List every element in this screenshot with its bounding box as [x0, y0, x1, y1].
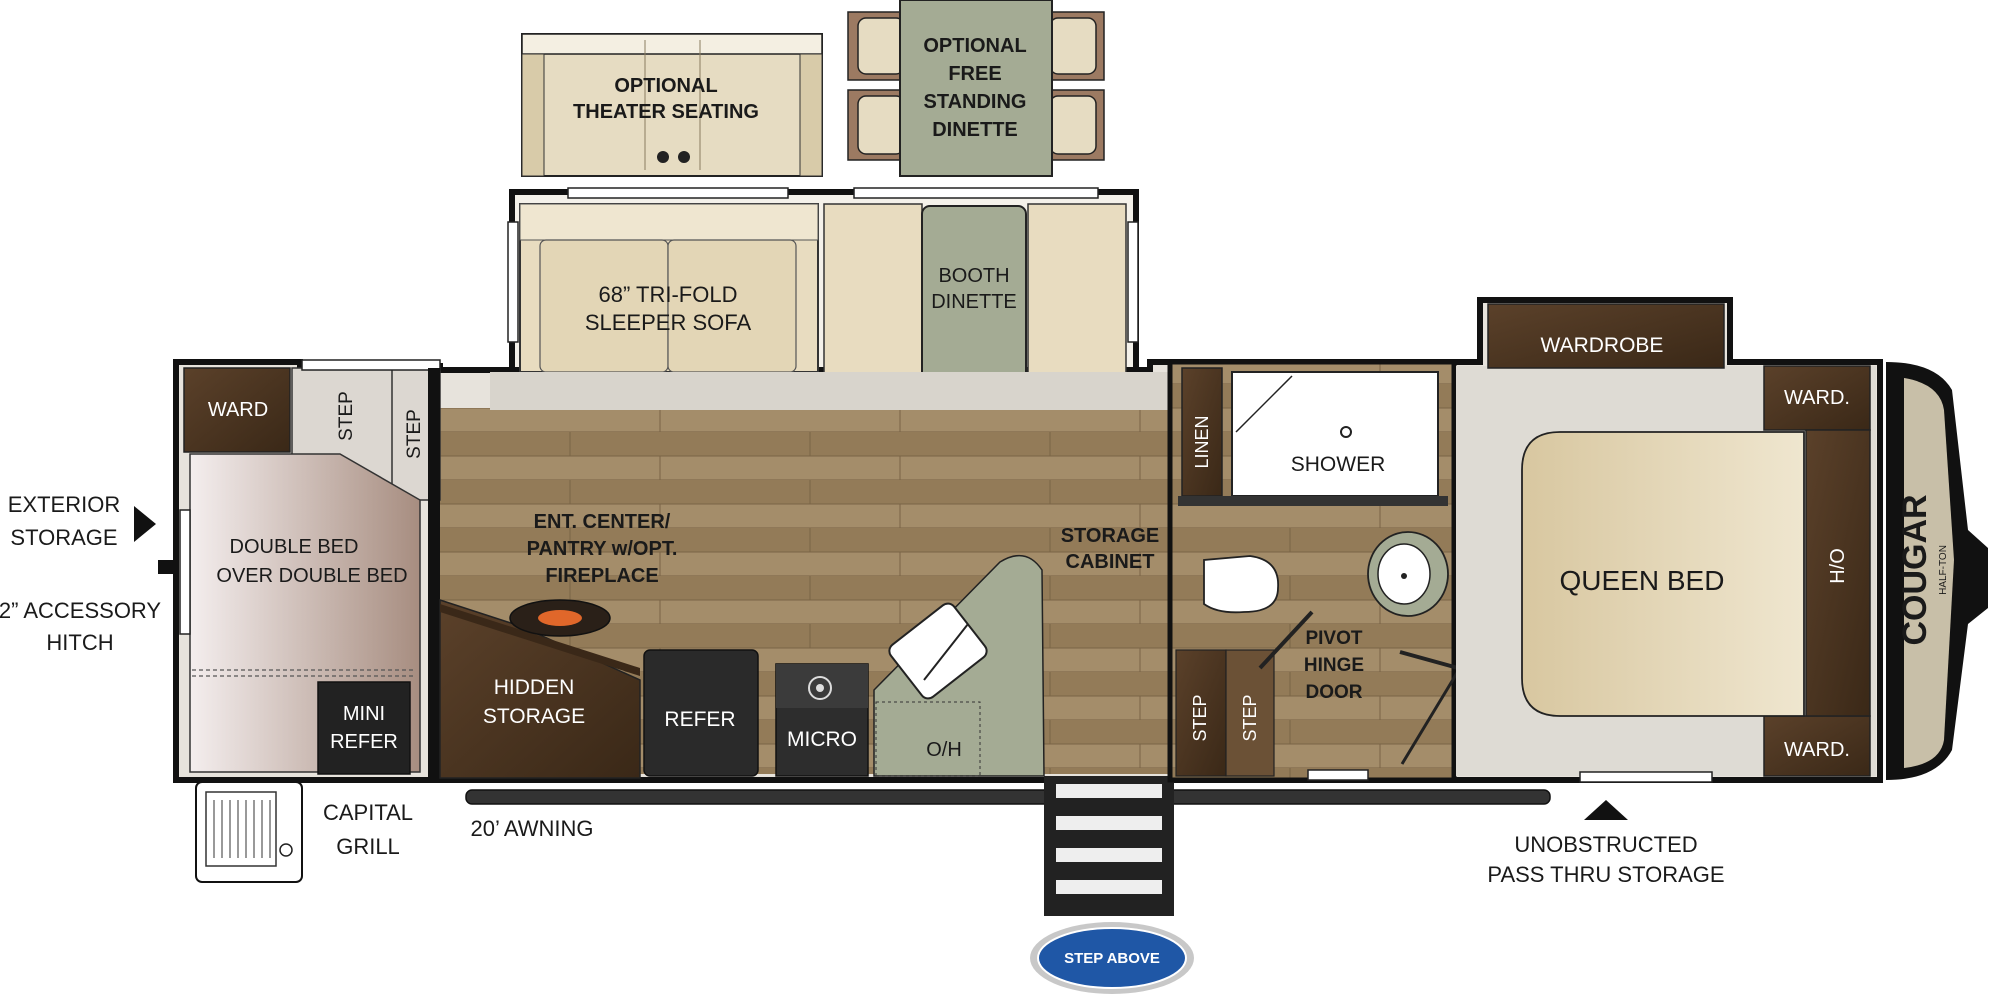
free-dinette-table — [899, 0, 1053, 177]
ent-center-label-2: PANTRY w/OPT. — [527, 538, 678, 560]
booth-label-2: DINETTE — [931, 291, 1017, 313]
optional-theater-seating: OPTIONAL THEATER SEATING — [521, 33, 823, 177]
drain-icon — [1340, 426, 1352, 438]
pivot-label-2: HINGE — [1304, 655, 1364, 676]
mini-refer-label-1: MINI — [343, 703, 385, 725]
ward-bottom-label: WARD. — [1784, 739, 1850, 761]
bathroom: LINEN SHOWER STEP STEP — [1167, 359, 1462, 783]
hidden-storage-label-2: STORAGE — [483, 705, 585, 728]
pivot-label-3: DOOR — [1306, 682, 1363, 703]
linen-label: LINEN — [1192, 415, 1212, 468]
cupholder-icon — [678, 151, 690, 163]
refer — [643, 649, 759, 777]
sofa-label-2: SLEEPER SOFA — [585, 310, 752, 335]
window — [1127, 221, 1139, 343]
oh-label: O/H — [926, 739, 962, 761]
storage-cabinet-label-1: STORAGE — [1061, 525, 1160, 547]
exterior-label-1: EXTERIOR — [8, 492, 120, 517]
queen-bed — [1521, 431, 1805, 717]
ent-center-label-3: FIREPLACE — [545, 565, 658, 587]
linen — [1181, 367, 1223, 497]
window — [1579, 771, 1713, 783]
window — [567, 187, 789, 199]
window — [507, 221, 519, 343]
micro-label: MICRO — [787, 728, 857, 751]
window — [179, 509, 191, 635]
ho-label: H/O — [1827, 548, 1849, 584]
ward-top — [1763, 365, 1871, 431]
step-label-4: STEP — [1240, 694, 1260, 741]
step-label-1: STEP — [336, 391, 357, 441]
wardrobe — [1487, 303, 1725, 369]
mini-refer — [317, 681, 411, 775]
ward-bottom — [1763, 715, 1871, 777]
step-above-logo: STEP ABOVE — [1030, 922, 1194, 994]
pass-thru-label-1: UNOBSTRUCTED — [1514, 832, 1697, 857]
grill-label-2: GRILL — [336, 834, 400, 859]
free-dinette-label-3: STANDING — [924, 91, 1027, 113]
step-above-text: STEP ABOVE — [1064, 950, 1160, 967]
front-wall-divider — [428, 368, 440, 778]
ward-left-label: WARD — [208, 399, 268, 421]
window — [853, 187, 1099, 199]
micro-stove — [775, 663, 869, 777]
wardrobe-label: WARDROBE — [1541, 334, 1664, 357]
mini-refer-label-2: REFER — [330, 731, 398, 753]
free-dinette-label-2: FREE — [948, 63, 1001, 85]
hitch-icon — [158, 560, 178, 574]
front-cap: COUGAR HALF-TON — [1886, 362, 1988, 780]
pivot-label-1: PIVOT — [1305, 628, 1362, 649]
free-dinette-label-4: DINETTE — [932, 119, 1018, 141]
brand-logo: COUGAR — [1896, 494, 1934, 645]
theater-label-1: OPTIONAL — [614, 75, 717, 97]
booth-dinette: BOOTH DINETTE — [823, 203, 1127, 389]
shower-label: SHOWER — [1291, 453, 1386, 476]
awning — [465, 789, 1551, 805]
hidden-storage-label-1: HIDDEN — [494, 676, 575, 699]
booth-label-1: BOOTH — [938, 265, 1009, 287]
grill-knob-icon — [279, 843, 293, 857]
hitch-label-2: HITCH — [46, 630, 113, 655]
toilet-icon — [1203, 555, 1279, 614]
entry-steps — [1044, 776, 1174, 916]
sink-icon — [888, 602, 988, 700]
brand-sub: HALF-TON — [1938, 545, 1949, 595]
hitch-label-1: 2” ACCESSORY — [0, 598, 161, 623]
ent-center — [439, 598, 641, 779]
capital-grill — [195, 781, 303, 883]
sofa-label-1: 68” TRI-FOLD — [599, 282, 738, 307]
step-label-2: STEP — [404, 409, 425, 459]
pass-thru-label-2: PASS THRU STORAGE — [1487, 862, 1724, 887]
free-dinette-label-1: OPTIONAL — [923, 35, 1026, 57]
double-bed-label-2: OVER DOUBLE BED — [216, 565, 407, 587]
ent-center-label-1: ENT. CENTER/ — [534, 511, 671, 533]
exterior-label-2: STORAGE — [10, 525, 117, 550]
kitchen-island — [873, 554, 1045, 777]
overhead-cabinet — [1805, 429, 1871, 717]
window — [301, 359, 441, 371]
exterior-storage-arrow-icon — [134, 506, 156, 542]
slide-floor — [490, 372, 1168, 410]
window — [1307, 769, 1369, 781]
pass-thru-arrow-icon — [1584, 800, 1628, 820]
cupholder-icon — [657, 151, 669, 163]
grill-label-1: CAPITAL — [323, 800, 413, 825]
awning-label: 20’ AWNING — [470, 816, 593, 841]
bedroom: WARDROBE WARD. WARD. H/O QUEEN BED — [1456, 303, 1876, 783]
refer-label: REFER — [664, 708, 735, 731]
pivot-door-icon — [1258, 610, 1314, 670]
shower — [1231, 371, 1439, 497]
burner-icon — [808, 676, 832, 700]
step-label-3: STEP — [1190, 694, 1210, 741]
ward-left — [183, 367, 291, 453]
optional-free-standing-dinette: OPTIONAL FREE STANDING DINETTE — [847, 0, 1105, 177]
theater-label-2: THEATER SEATING — [573, 101, 759, 123]
double-bed-label-1: DOUBLE BED — [230, 536, 359, 558]
ward-top-label: WARD. — [1784, 387, 1850, 409]
sleeper-sofa: 68” TRI-FOLD SLEEPER SOFA — [519, 203, 819, 373]
storage-cabinet-label-2: CABINET — [1066, 551, 1155, 573]
bunk-room: WARD STEP STEP DOUBLE BED OVER DOUBLE BE… — [179, 359, 441, 775]
queen-bed-label: QUEEN BED — [1560, 565, 1725, 596]
